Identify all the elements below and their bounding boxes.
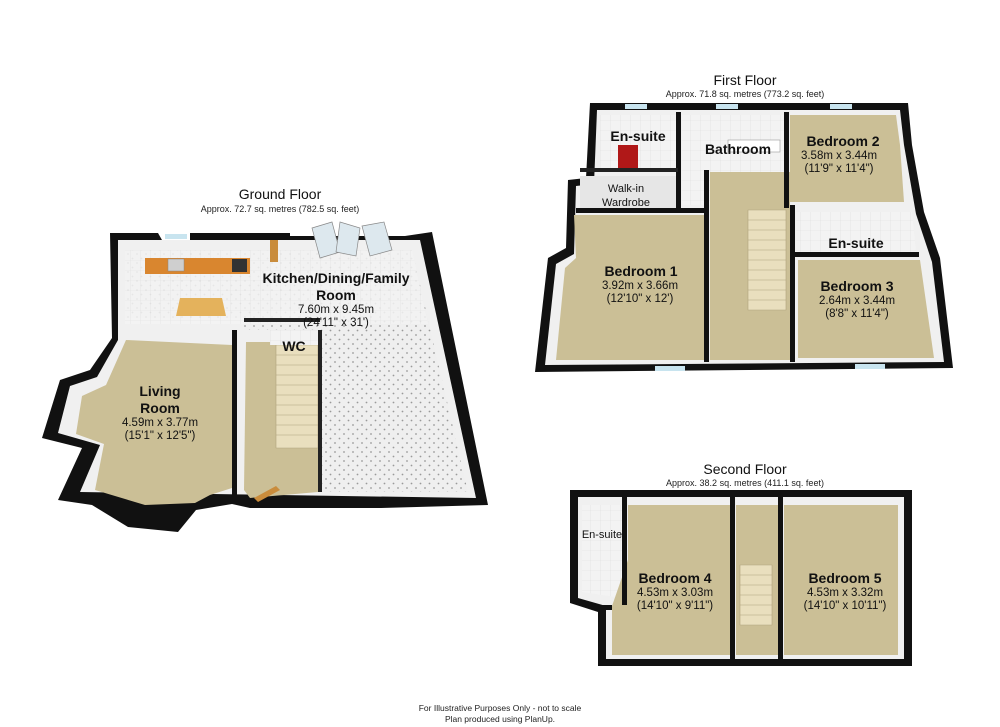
first-window-3 bbox=[830, 104, 852, 109]
second-floor-title: Second Floor bbox=[703, 461, 787, 477]
second-wall-a bbox=[622, 495, 627, 605]
bedroom-5-dim-imperial: (14'10" x 10'11") bbox=[803, 600, 887, 612]
bedroom-1-dim-imperial: (12'10" x 12') bbox=[606, 293, 674, 305]
bedroom-2-floor bbox=[790, 115, 904, 202]
bedroom-5-floor bbox=[784, 505, 898, 655]
first-floor-title: First Floor bbox=[713, 72, 777, 88]
bedroom-1-floor bbox=[556, 215, 704, 360]
kitchen-divider-wall bbox=[244, 318, 320, 322]
living-room-dim-metric: 4.59m x 3.77m bbox=[121, 417, 199, 429]
ground-stair-treads bbox=[276, 354, 318, 436]
patio-doors bbox=[311, 221, 393, 259]
bedroom-4-floor bbox=[612, 505, 730, 655]
first-floor-area: Approx. 71.8 sq. metres (773.2 sq. feet) bbox=[665, 89, 825, 99]
bedroom-4-name: Bedroom 4 bbox=[638, 570, 712, 586]
second-wall-c bbox=[778, 495, 783, 661]
kitchen-sink bbox=[167, 258, 185, 272]
bedroom-2-name: Bedroom 2 bbox=[806, 133, 880, 149]
walk-in-wardrobe-floor bbox=[580, 176, 678, 208]
bedroom-5-dim-metric: 4.53m x 3.32m bbox=[806, 587, 884, 599]
second-wall-b bbox=[730, 495, 735, 661]
first-wall-d bbox=[790, 205, 795, 362]
kitchen-door bbox=[270, 240, 278, 262]
second-floor-area: Approx. 38.2 sq. metres (411.1 sq. feet) bbox=[666, 478, 824, 488]
kitchen-name-line1: Kitchen/Dining/Family bbox=[262, 270, 410, 286]
bedroom-4-dim-metric: 4.53m x 3.03m bbox=[636, 587, 714, 599]
first-wall-a bbox=[676, 112, 681, 208]
bedroom-3-dim-metric: 2.64m x 3.44m bbox=[818, 295, 896, 307]
front-door bbox=[254, 486, 280, 502]
bedroom-5-name: Bedroom 5 bbox=[808, 570, 882, 586]
living-room-dim-imperial: (15'1" x 12'5") bbox=[124, 430, 196, 442]
first-window-1 bbox=[625, 104, 647, 109]
bathroom-name: Bathroom bbox=[704, 141, 772, 157]
wc-name: WC bbox=[282, 338, 306, 354]
bedroom-2-dim-metric: 3.58m x 3.44m bbox=[800, 150, 878, 162]
ground-floor-plan bbox=[42, 221, 488, 532]
kitchen-hob bbox=[232, 259, 247, 272]
bath-tub bbox=[727, 139, 781, 153]
shower-tray bbox=[618, 145, 638, 168]
bedroom-4-dim-imperial: (14'10" x 9'11") bbox=[636, 600, 714, 612]
bedroom-1-dim-metric: 3.92m x 3.66m bbox=[601, 280, 679, 292]
first-wall-f bbox=[795, 252, 919, 257]
living-room-name-line2: Room bbox=[140, 400, 180, 416]
walk-in-wardrobe-name-line1: Walk-in bbox=[607, 183, 645, 195]
first-wall-b bbox=[784, 112, 789, 208]
kitchen-dim-imperial: (24'11" x 31') bbox=[303, 317, 369, 329]
first-ensuite-2-floor bbox=[796, 212, 916, 252]
living-room-wall bbox=[232, 330, 237, 500]
second-ensuite-name: En-suite bbox=[581, 529, 623, 541]
bedroom-2-dim-imperial: (11'9" x 11'4") bbox=[804, 163, 874, 175]
kitchen-island bbox=[176, 298, 226, 316]
ground-floor-staircase bbox=[275, 344, 319, 449]
bedroom-1-name: Bedroom 1 bbox=[604, 263, 678, 279]
first-wall-c bbox=[704, 170, 709, 362]
first-window-2 bbox=[716, 104, 738, 109]
living-room-name-line1: Living bbox=[139, 383, 181, 399]
footer-credit: Plan produced using PlanUp. bbox=[444, 714, 556, 724]
first-ensuite-1-name: En-suite bbox=[610, 128, 666, 144]
second-wall-d bbox=[598, 605, 612, 610]
wc-floor bbox=[270, 330, 318, 345]
first-window-5 bbox=[855, 364, 885, 369]
ground-floor-area: Approx. 72.7 sq. metres (782.5 sq. feet) bbox=[200, 204, 360, 214]
walk-in-wardrobe-name-line2: Wardrobe bbox=[602, 197, 650, 209]
first-wall-e bbox=[576, 208, 706, 213]
first-wall-g bbox=[580, 168, 678, 172]
kitchen-name-line2: Room bbox=[316, 287, 356, 303]
bedroom-3-name: Bedroom 3 bbox=[820, 278, 894, 294]
footer-disclaimer: For Illustrative Purposes Only - not to … bbox=[418, 703, 582, 713]
ground-floor-title: Ground Floor bbox=[238, 186, 322, 202]
first-floor-plan bbox=[535, 103, 953, 372]
second-stair-treads bbox=[740, 574, 772, 616]
living-room-floor bbox=[76, 340, 232, 505]
first-ensuite-2-name: En-suite bbox=[828, 235, 884, 251]
kitchen-window bbox=[165, 234, 187, 239]
second-ensuite-floor bbox=[582, 505, 622, 598]
bedroom-3-floor bbox=[798, 260, 934, 358]
bedroom-3-dim-imperial: (8'8" x 11'4") bbox=[825, 308, 889, 320]
hall-divider-wall bbox=[318, 330, 322, 492]
first-stair-treads bbox=[748, 219, 786, 301]
second-floor-plan bbox=[570, 490, 912, 666]
first-window-4 bbox=[655, 366, 685, 371]
kitchen-dim-metric: 7.60m x 9.45m bbox=[297, 304, 375, 316]
